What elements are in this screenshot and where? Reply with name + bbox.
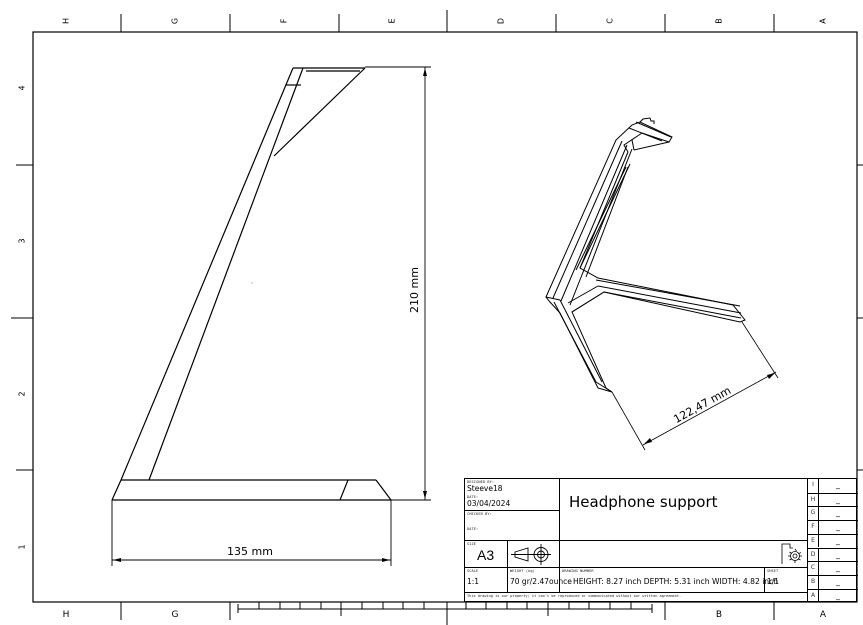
width-dimension-label: 135 mm [227,545,273,558]
scale-bar [237,602,653,616]
revision-value: _ [836,535,840,545]
weight-value: 70 gr/2.47ounce [510,577,572,586]
checked-by-cell: CHECKED BY: DATE: [465,511,560,541]
bottom-zone-labels: H G B A [63,610,827,620]
designed-by-cell: DESIGNED BY: Steeve18 DATE: 03/04/2024 [465,479,560,511]
top-zone-label: E [388,18,397,23]
revision-row: B_ [808,574,858,589]
revision-letter: H [808,493,819,507]
drawing-number-cell: DRAWING NUMBER HEIGHT: 8.27 inch DEPTH: … [560,568,778,593]
width-dimension [111,500,392,566]
left-zone-ruler [11,164,33,471]
scale-cell: SCALE 1:1 [465,568,508,593]
bottom-zone-label: A [820,610,827,620]
gear-logo-icon [781,543,802,564]
height-dimension-label: 210 mm [408,267,421,313]
scale-label: SCALE [467,569,479,573]
checked-date-label: DATE: [467,527,479,531]
top-zone-ruler [120,10,775,32]
footer-cell: This drawing is our property; it can't b… [465,593,808,602]
designed-by-value: Steeve18 [467,484,503,493]
front-view [111,67,392,501]
revision-letter: D [808,548,819,562]
revision-row: H_ [808,492,858,507]
revision-letter: A [808,589,819,602]
checked-by-label: CHECKED BY: [467,512,492,516]
revision-value: _ [836,590,840,600]
revision-value: _ [836,549,840,559]
revision-value: _ [836,494,840,504]
revision-row: C_ [808,561,858,575]
revision-row: D_ [808,547,858,562]
bottom-zone-ruler [120,602,775,625]
bottom-zone-label: G [172,610,179,620]
top-zone-label: F [280,18,289,23]
height-dimension [365,66,431,501]
size-cell: SIZE A3 [465,541,508,568]
third-angle-projection-icon [511,544,551,565]
size-value: A3 [477,547,495,563]
isometric-dimension-label: 122,47 mm [671,384,733,426]
revision-row: I_ [808,479,858,493]
revision-value: _ [836,480,840,489]
sheet-cell: SHEET 1/1 [765,568,808,593]
weight-cell: WEIGHT (kg) 70 gr/2.47ounce [508,568,572,593]
isometric-view [545,117,746,393]
isometric-dimension [611,321,779,451]
date-value: 03/04/2024 [467,499,511,508]
projection-cell [508,541,560,568]
drawing-title: Headphone support [569,493,718,511]
revision-value: _ [836,563,840,573]
revision-row: E_ [808,533,858,548]
weight-label: WEIGHT (kg) [510,569,535,573]
drawing-number-label: DRAWING NUMBER [562,569,594,573]
title-block: DESIGNED BY: Steeve18 DATE: 03/04/2024 C… [464,478,858,603]
drawing-number-value: HEIGHT: 8.27 inch DEPTH: 5.31 inch WIDTH… [573,577,779,586]
left-zone-label: 1 [18,544,27,549]
property-notice: This drawing is our property; it can't b… [467,594,682,598]
top-zone-label: D [497,18,506,24]
revision-value: _ [836,522,840,532]
top-zone-label: B [715,18,724,24]
drawing-frame [32,31,858,603]
designed-by-label: DESIGNED BY: [467,480,495,484]
scale-value: 1:1 [467,577,480,586]
left-zone-label: 3 [18,238,27,243]
revision-letter: F [808,521,819,534]
top-zone-label: A [819,18,828,24]
title-cell: Headphone support [560,479,808,541]
top-zone-label: C [606,18,615,24]
revision-letter: G [808,507,819,521]
revision-letter: I [808,479,819,493]
top-zone-label: G [171,18,180,24]
revision-table: I_ H_ G_ F_ E_ D_ C_ B_ A_ [808,479,858,603]
left-zone-label: 2 [18,391,27,396]
bottom-zone-label: B [716,610,722,620]
logo-cell [560,541,808,568]
revision-letter: B [808,575,819,589]
stray-mark [251,282,253,284]
left-zone-labels: 4 3 2 1 [18,85,27,549]
right-zone-ruler [857,164,863,471]
revision-row: A_ [808,588,858,602]
revision-letter: C [808,562,819,575]
date-label: DATE: [467,495,479,499]
revision-row: G_ [808,506,858,521]
revision-value: _ [836,576,840,586]
sheet-value: 1/1 [767,577,780,586]
revision-letter: E [808,534,819,548]
revision-value: _ [836,508,840,518]
revision-row: F_ [808,520,858,534]
top-zone-labels: H G F E D C B A [62,18,828,24]
top-zone-label: H [62,18,71,24]
size-label: SIZE [467,542,477,546]
left-zone-label: 4 [18,85,27,90]
sheet-label: SHEET [767,569,779,573]
bottom-zone-label: H [63,610,70,620]
